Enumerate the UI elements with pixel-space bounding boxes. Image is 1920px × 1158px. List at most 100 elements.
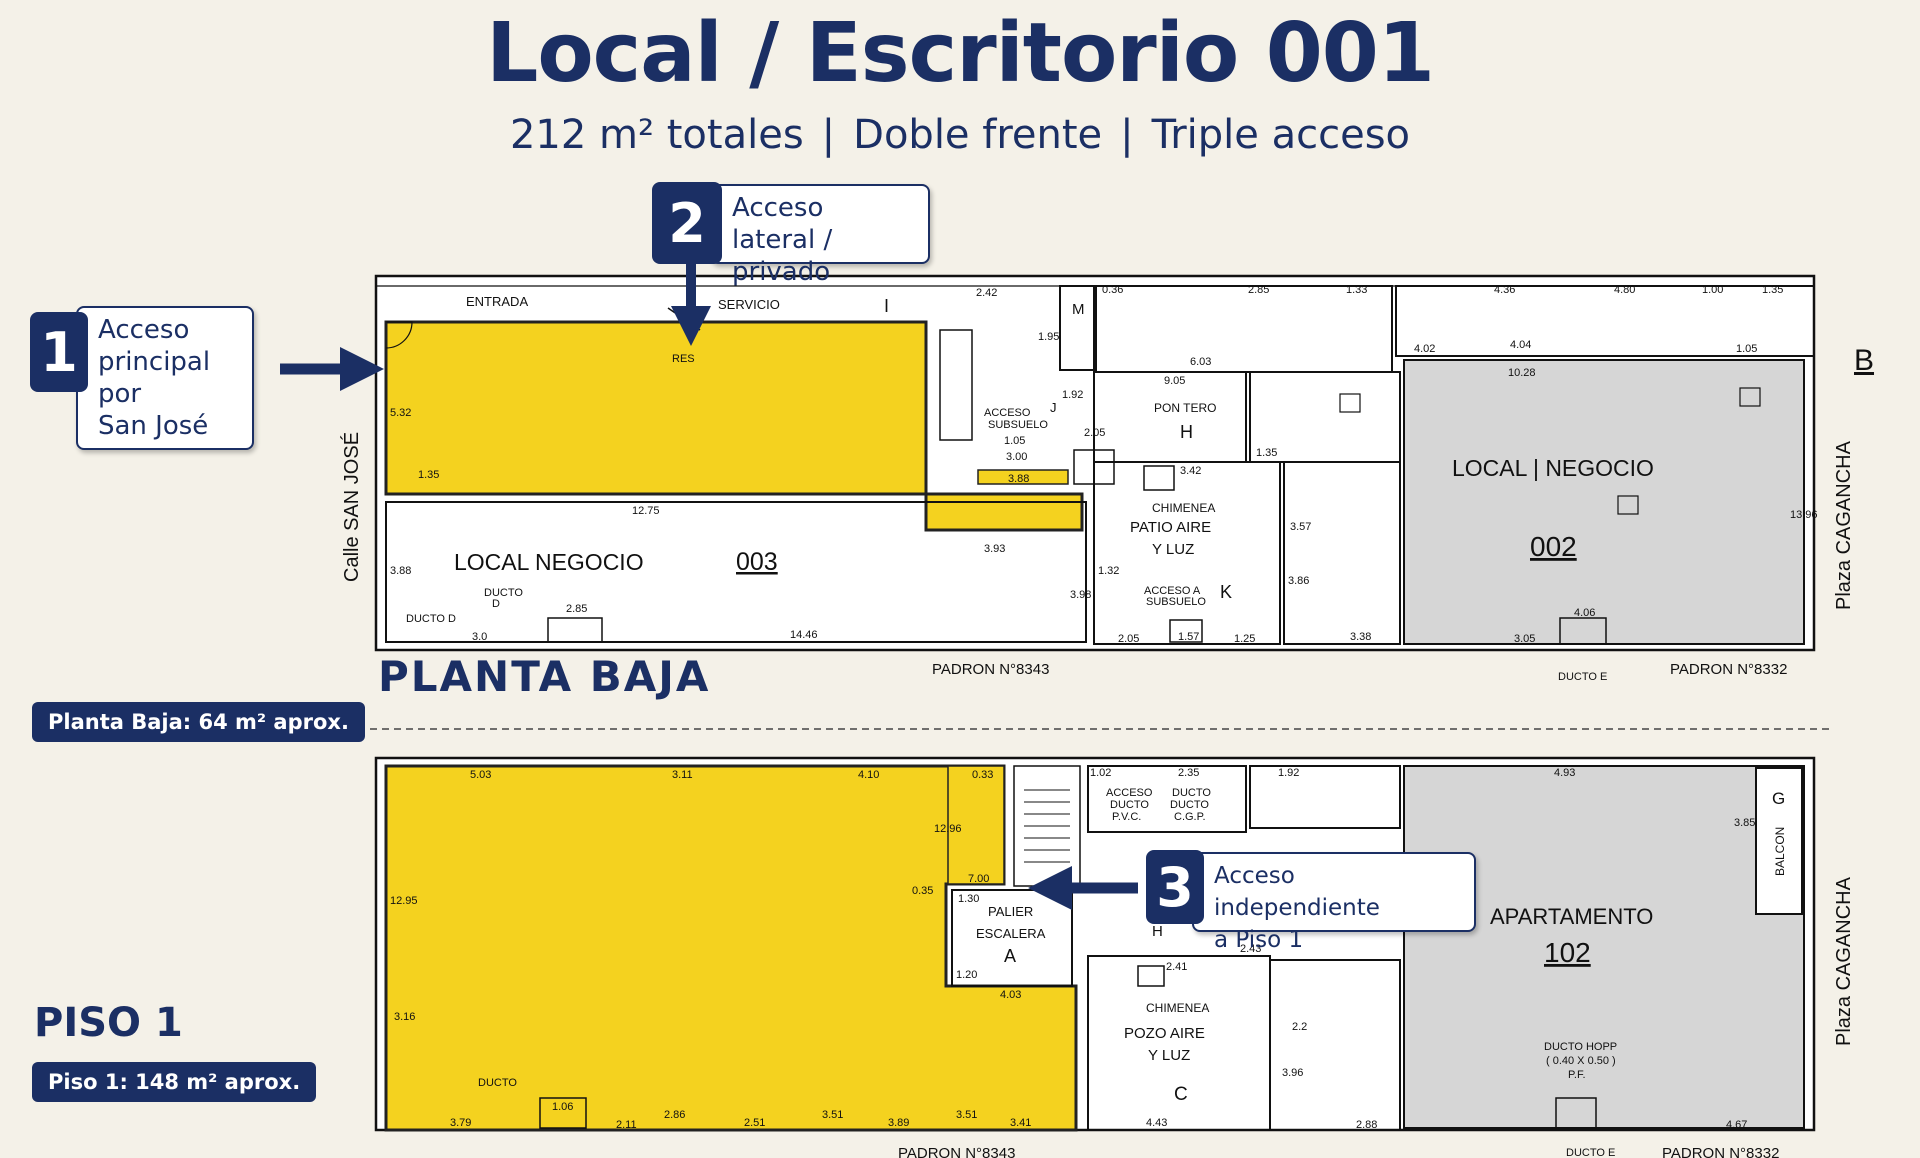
- dim: 12.95: [390, 895, 418, 907]
- dim: 2.2: [1292, 1021, 1307, 1033]
- dim: 3.11: [672, 769, 693, 781]
- dim: 7.00: [968, 873, 989, 885]
- apartment-102: [1403, 765, 1805, 1129]
- callout-line: Acceso lateral /: [732, 193, 833, 255]
- dim: 1.02: [1090, 767, 1111, 779]
- page-subtitle: 212 m² totales|Doble frente|Triple acces…: [0, 112, 1920, 158]
- label-pozo-aire: POZO AIRE: [1124, 1025, 1205, 1042]
- label-calle-san-jose: Calle SAN JOSÉ: [340, 432, 363, 582]
- label-ducto-cgp: DUCTO: [1172, 787, 1211, 799]
- dim: 5.03: [470, 769, 491, 781]
- label-apartamento: APARTAMENTO: [1490, 904, 1653, 929]
- label-acceso-subsuelo: ACCESO: [984, 407, 1031, 419]
- dim: 3.57: [1290, 521, 1311, 533]
- dim: 3.00: [1006, 451, 1027, 463]
- callout-line: principal por: [98, 347, 211, 409]
- dim: 1.20: [956, 969, 977, 981]
- unit-001-ground-main: [384, 320, 928, 496]
- dim: 3.05: [1514, 633, 1535, 645]
- label-padron-8343-first: PADRON N°8343: [898, 1145, 1015, 1158]
- dim: 1.35: [1256, 447, 1277, 459]
- label-ducto-hopp: DUCTO HOPP: [1544, 1041, 1617, 1053]
- dim: 1.95: [1038, 331, 1059, 343]
- area-pill-planta-baja: Planta Baja: 64 m² aprox.: [32, 702, 365, 742]
- dim: 1.33: [1346, 284, 1367, 296]
- dim: 1.25: [1234, 633, 1255, 645]
- dim: 3.93: [984, 543, 1005, 555]
- dim: 1.32: [1098, 565, 1119, 577]
- section-piso-1: PISO 1: [34, 1000, 183, 1046]
- dim: 2.11: [616, 1119, 637, 1131]
- label-ducto-e-first: DUCTO E: [1566, 1147, 1615, 1158]
- dim: 12.75: [632, 505, 660, 517]
- dim: 2.88: [1356, 1119, 1377, 1131]
- first-floor-plan: [374, 756, 1816, 1132]
- dim: 3.41: [1010, 1117, 1031, 1129]
- callout-line: Acceso: [98, 315, 190, 345]
- label-escalera: ESCALERA: [976, 926, 1046, 941]
- dim: 3.79: [450, 1117, 471, 1129]
- label-pvc: P.V.C.: [1112, 811, 1141, 823]
- label-ducto-cgp2: DUCTO: [1170, 799, 1209, 811]
- dim: 1.30: [958, 893, 979, 905]
- unit-002-ground: [1403, 359, 1805, 645]
- dim: 14.46: [790, 629, 818, 641]
- dim: 4.67: [1726, 1119, 1747, 1131]
- dim: 1.06: [552, 1101, 573, 1113]
- dim: 5.32: [390, 407, 411, 419]
- first-floor-labels: PALIER ESCALERA A ACCESO DUCTO P.V.C. DU…: [390, 767, 1855, 1158]
- dim: 3.86: [1288, 575, 1309, 587]
- dim: 1.05: [1004, 435, 1025, 447]
- section-planta-baja: PLANTA BAJA: [378, 652, 711, 701]
- dim: 2.86: [664, 1109, 685, 1121]
- callout-access-1: 1 Acceso principal por San José: [30, 306, 254, 450]
- label-y-luz-first: Y LUZ: [1148, 1047, 1190, 1064]
- dim: 4.02: [1414, 343, 1435, 355]
- unit-001-ground-strip: [977, 469, 1069, 485]
- dim: 10.28: [1508, 367, 1536, 379]
- label-j: J: [1050, 400, 1057, 415]
- callout-text-3: Acceso independiente a Piso 1: [1192, 852, 1476, 953]
- dim: 3.51: [822, 1109, 843, 1121]
- callout-number-3: 3: [1146, 850, 1204, 924]
- label-cgp: C.G.P.: [1174, 811, 1206, 823]
- dim: 3.88: [390, 565, 411, 577]
- label-local-003: LOCAL NEGOCIO: [454, 549, 644, 575]
- label-corner-b: B: [1854, 344, 1874, 377]
- label-chimenea: CHIMENEA: [1152, 501, 1215, 515]
- dim: 3.0: [472, 631, 487, 643]
- dim: 2.35: [1178, 767, 1199, 779]
- callout-text-1: Acceso principal por San José: [76, 306, 254, 450]
- label-local-002: LOCAL | NEGOCIO: [1452, 455, 1654, 481]
- dim: 2.42: [976, 287, 997, 299]
- dim: 3.98: [1070, 589, 1091, 601]
- dim: 3.85: [1734, 817, 1755, 829]
- dim: 1.35: [418, 469, 439, 481]
- dim: 3.42: [1180, 465, 1201, 477]
- label-patio-aire: PATIO AIRE: [1130, 519, 1211, 536]
- label-plaza-cagancha-first: Plaza CAGANCHA: [1833, 876, 1855, 1046]
- dim: 12.96: [934, 823, 962, 835]
- dim: 6.03: [1190, 356, 1211, 368]
- label-ducto-first: DUCTO: [478, 1077, 517, 1089]
- label-apartamento-102: 102: [1544, 937, 1591, 968]
- callout-number-1: 1: [30, 312, 88, 392]
- callout-line: San José: [98, 411, 209, 441]
- dim: 4.03: [1000, 989, 1021, 1001]
- label-ducto-d: DUCTO: [484, 587, 523, 599]
- label-ducto-hopp-size: ( 0.40 X 0.50 ): [1546, 1055, 1616, 1067]
- dim: 1.92: [1278, 767, 1299, 779]
- label-entrada: ENTRADA: [466, 294, 528, 309]
- label-y-luz: Y LUZ: [1152, 541, 1194, 558]
- label-ducto-hopp-pf: P.F.: [1568, 1069, 1586, 1081]
- callout-text-2: Acceso lateral / privado: [710, 184, 930, 287]
- dim: 3.51: [956, 1109, 977, 1121]
- label-padron-8343: PADRON N°8343: [932, 661, 1049, 678]
- dim: 13.96: [1790, 509, 1818, 521]
- dim: 3.96: [1282, 1067, 1303, 1079]
- label-plaza-cagancha-ground: Plaza CAGANCHA: [1833, 440, 1855, 610]
- balcon-box: [1755, 767, 1803, 915]
- dim: 1.92: [1062, 389, 1083, 401]
